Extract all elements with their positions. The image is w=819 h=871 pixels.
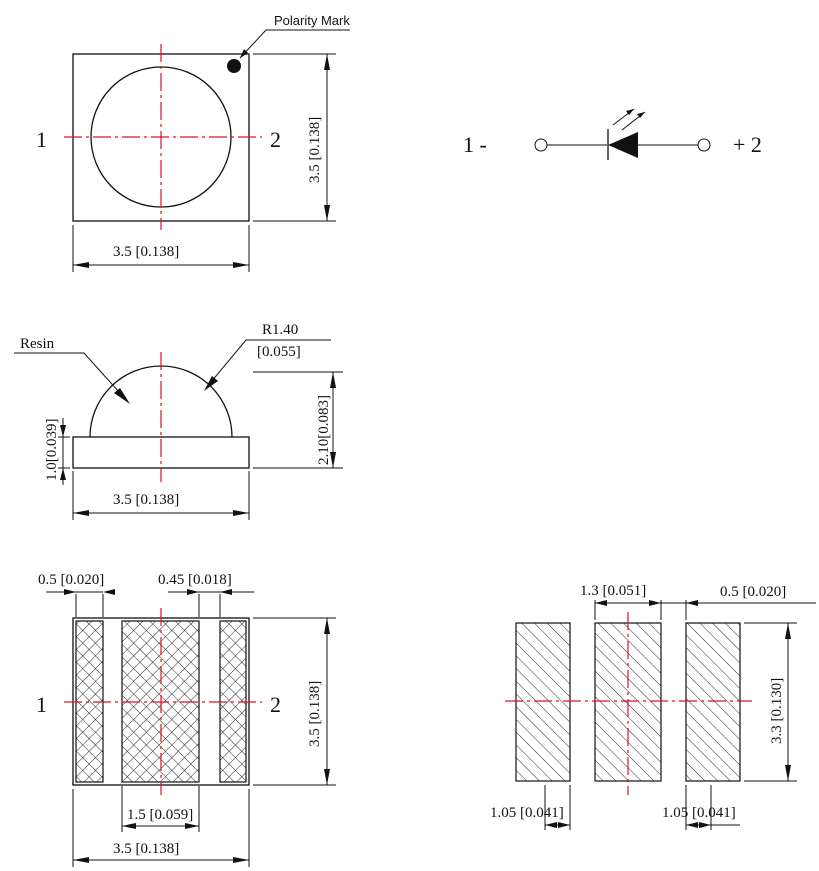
dim-arrow [103,589,115,595]
footprint-pad-left [515,622,571,782]
side-view: Resin R1.40 [0.055] 2.10[0.083] 1.0[0.03… [14,322,343,520]
emission-arrow-head [637,112,645,118]
led-triangle [608,132,638,158]
dim-arrow [785,765,791,781]
pin1-label: 1 [36,127,47,152]
dim-arrow [122,823,136,829]
symbol-left-label: 1 - [463,132,487,157]
dim-center-pad-text: 1.5 [0.059] [127,807,193,823]
radius-label-inch: [0.055] [257,344,301,360]
resin-leader-arrow [114,388,130,404]
polarity-mark-label: Polarity Mark [274,13,350,28]
resin-leader [14,352,129,403]
dim-arrow [686,600,698,606]
dim-gap-text: 0.5 [0.020] [720,584,786,600]
dim-arrow [330,372,336,388]
dim-arrow [558,822,570,828]
polarity-mark-dot [227,59,241,73]
dim-width-text: 3.5 [0.138] [113,841,179,857]
symbol-right-label: + 2 [733,132,762,157]
dim-arrow [73,262,89,268]
terminal-right [697,138,711,152]
dim-arrow [60,468,66,480]
dim-arrow [595,600,607,606]
dim-center-width-text: 1.3 [0.051] [580,583,646,599]
dim-arrow [686,822,698,828]
dim-arrow [233,262,249,268]
dim-pad-width-text: 0.5 [0.020] [38,572,104,588]
pin1-label: 1 [36,692,47,717]
dim-arrow [324,769,330,785]
polarity-leader [239,29,350,59]
dim-right-pad-text: 1.05 [0.041] [662,805,736,821]
pin2-label: 2 [270,692,281,717]
dim-arrow [785,623,791,639]
dim-arrow [64,589,76,595]
dim-arrow [187,589,199,595]
radius-leader [205,339,331,389]
dim-arrow [324,618,330,634]
footprint-view: 1.3 [0.051] 0.5 [0.020] 3.3 [0.130] 1.05… [490,583,816,830]
dim-base-height-text: 1.0[0.039] [44,419,60,482]
diode-symbol: 1 - + 2 [463,108,762,160]
dim-arrow [233,510,249,516]
dim-arrow [324,205,330,221]
dim-width-text: 3.5 [0.138] [113,492,179,508]
footprint-pad-right [685,622,741,782]
dim-arrow [699,822,711,828]
dim-arrow [220,589,232,595]
dim-arrow [185,823,199,829]
dim-total-height-text: 2.10[0.083] [316,395,332,465]
dim-height-text: 3.3 [0.130] [769,678,785,744]
dim-arrow [324,54,330,70]
dim-width-text: 3.5 [0.138] [113,244,179,260]
polarity-leader-arrow [240,49,248,58]
bottom-view: 1 2 0.5 [0.020] 0.45 [0.018] 3.5 [0.138]… [36,572,336,867]
pin2-label: 2 [270,127,281,152]
top-view: Polarity Mark 1 2 3.5 [0.138] 3.5 [0.138… [36,13,350,272]
emission-arrow-head [626,109,634,115]
resin-label: Resin [20,336,55,352]
dim-arrow [233,857,249,863]
terminal-left [534,138,548,152]
dim-left-pad-text: 1.05 [0.041] [490,805,564,821]
dim-arrow [545,822,557,828]
radius-label: R1.40 [262,322,298,338]
dim-height-text: 3.5 [0.138] [307,117,323,183]
dim-pad-gap-text: 0.45 [0.018] [158,572,232,588]
dim-arrow [73,510,89,516]
dim-arrow [60,425,66,437]
dim-arrow [330,452,336,468]
dim-arrow [73,857,89,863]
dim-arrow [649,600,661,606]
radius-leader-arrow [204,376,218,391]
dim-height-text: 3.5 [0.138] [307,681,323,747]
